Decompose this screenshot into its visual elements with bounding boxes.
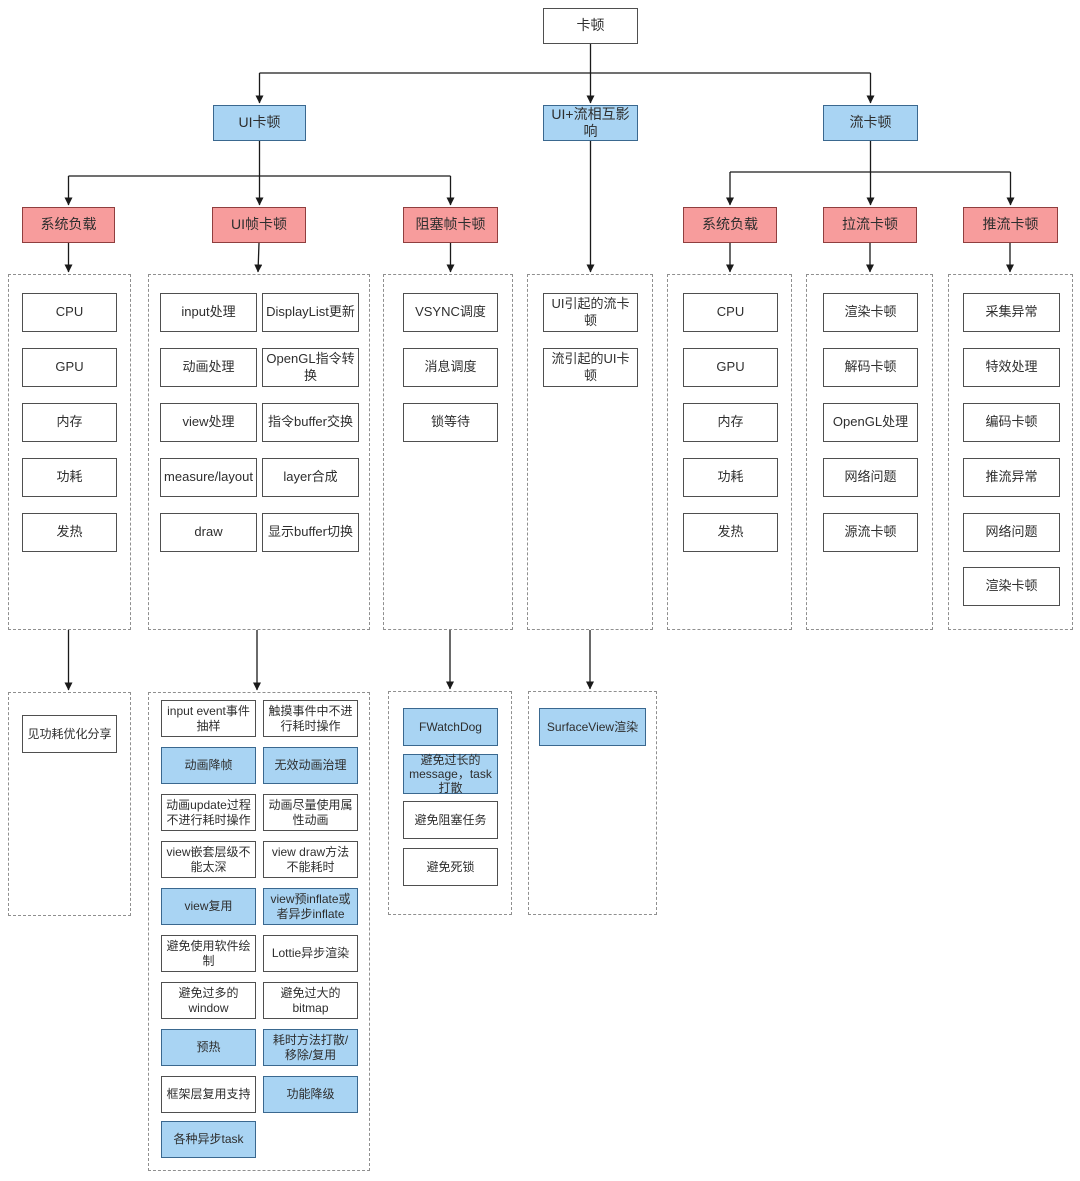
node-render-katon-push: 渲染卡顿	[963, 567, 1060, 606]
node-layer-compose: layer合成	[262, 458, 359, 497]
node-surfaceview-render: SurfaceView渲染	[539, 708, 646, 746]
group-ui-stream-solutions	[528, 691, 657, 915]
node-feature-downgrade: 功能降级	[263, 1076, 358, 1113]
node-pull-stream-katon: 拉流卡顿	[823, 207, 917, 243]
group-blocked-frame-solutions	[388, 691, 512, 915]
node-cpu-left: CPU	[22, 293, 117, 332]
group-system-load-right	[667, 274, 792, 630]
group-power-share	[8, 692, 131, 916]
node-ui-katon: UI卡顿	[213, 105, 306, 141]
node-use-property-animation: 动画尽量使用属性动画	[263, 794, 358, 831]
group-ui-frame-causes	[148, 274, 370, 630]
node-avoid-deadlock: 避免死锁	[403, 848, 498, 886]
node-various-async-tasks: 各种异步task	[161, 1121, 256, 1158]
node-preheat: 预热	[161, 1029, 256, 1066]
node-stream-katon: 流卡顿	[823, 105, 918, 141]
node-touch-event-no-heavy: 触摸事件中不进行耗时操作	[263, 700, 358, 737]
node-view-nesting-depth: view嵌套层级不能太深	[161, 841, 256, 878]
node-blocked-frame-katon: 阻塞帧卡顿	[403, 207, 498, 243]
node-opengl-handling: OpenGL处理	[823, 403, 918, 442]
wire-uiframe-to-group	[254, 242, 263, 273]
node-katon: 卡顿	[543, 8, 638, 44]
node-system-load-right: 系统负载	[683, 207, 777, 243]
node-input-event-sampling: input event事件抽样	[161, 700, 256, 737]
node-power-left: 功耗	[22, 458, 117, 497]
node-heat-left: 发热	[22, 513, 117, 552]
node-avoid-blocking-task: 避免阻塞任务	[403, 801, 498, 839]
node-draw: draw	[160, 513, 257, 552]
node-encode-katon: 编码卡顿	[963, 403, 1060, 442]
node-memory-left: 内存	[22, 403, 117, 442]
node-fwatchdog: FWatchDog	[403, 708, 498, 746]
node-ui-caused-stream-katon: UI引起的流卡顿	[543, 293, 638, 332]
node-view-handling: view处理	[160, 403, 257, 442]
node-display-buffer-swap: 显示buffer切换	[262, 513, 359, 552]
node-see-power-optimization: 见功耗优化分享	[22, 715, 117, 753]
node-lock-waiting: 锁等待	[403, 403, 498, 442]
node-memory-right: 内存	[683, 403, 778, 442]
node-animation-handling: 动画处理	[160, 348, 257, 387]
node-cmd-buffer-swap: 指令buffer交换	[262, 403, 359, 442]
node-ui-stream-interaction: UI+流相互影响	[543, 105, 638, 141]
node-animation-frame-drop: 动画降帧	[161, 747, 256, 784]
node-gpu-left: GPU	[22, 348, 117, 387]
node-stream-caused-ui-katon: 流引起的UI卡顿	[543, 348, 638, 387]
node-measure-layout: measure/layout	[160, 458, 257, 497]
node-view-pre-inflate: view预inflate或者异步inflate	[263, 888, 358, 925]
node-framework-reuse-support: 框架层复用支持	[161, 1076, 256, 1113]
node-source-stream-katon: 源流卡顿	[823, 513, 918, 552]
group-blocked-frame-causes	[383, 274, 513, 630]
node-avoid-long-message: 避免过长的message，task打散	[403, 753, 498, 795]
node-avoid-too-many-windows: 避免过多的window	[161, 982, 256, 1019]
node-cpu-right: CPU	[683, 293, 778, 332]
group-push-stream-causes	[948, 274, 1073, 630]
node-ui-frame-katon: UI帧卡顿	[212, 207, 306, 243]
group-ui-stream-causes	[527, 274, 653, 630]
node-network-issue-push: 网络问题	[963, 513, 1060, 552]
node-power-right: 功耗	[683, 458, 778, 497]
node-push-abnormal: 推流异常	[963, 458, 1060, 497]
node-heat-right: 发热	[683, 513, 778, 552]
node-effect-handling: 特效处理	[963, 348, 1060, 387]
node-input-handling: input处理	[160, 293, 257, 332]
node-capture-abnormal: 采集异常	[963, 293, 1060, 332]
node-render-katon-pull: 渲染卡顿	[823, 293, 918, 332]
node-opengl-cmd-convert: OpenGL指令转换	[262, 348, 359, 387]
node-avoid-large-bitmap: 避免过大的bitmap	[263, 982, 358, 1019]
node-vsync-scheduling: VSYNC调度	[403, 293, 498, 332]
node-animation-update-no-heavy: 动画update过程不进行耗时操作	[161, 794, 256, 831]
node-decode-katon: 解码卡顿	[823, 348, 918, 387]
node-heavy-method-split: 耗时方法打散/移除/复用	[263, 1029, 358, 1066]
node-view-reuse: view复用	[161, 888, 256, 925]
node-displaylist-update: DisplayList更新	[262, 293, 359, 332]
node-message-scheduling: 消息调度	[403, 348, 498, 387]
node-push-stream-katon: 推流卡顿	[963, 207, 1058, 243]
node-avoid-software-drawing: 避免使用软件绘制	[161, 935, 256, 972]
group-ui-frame-solutions	[148, 692, 370, 1171]
group-pull-stream-causes	[806, 274, 933, 630]
node-invalid-animation-cleanup: 无效动画治理	[263, 747, 358, 784]
node-gpu-right: GPU	[683, 348, 778, 387]
node-view-draw-no-heavy: view draw方法不能耗时	[263, 841, 358, 878]
node-lottie-async-render: Lottie异步渲染	[263, 935, 358, 972]
node-system-load-left: 系统负载	[22, 207, 115, 243]
group-system-load-left	[8, 274, 131, 630]
node-network-issue-pull: 网络问题	[823, 458, 918, 497]
